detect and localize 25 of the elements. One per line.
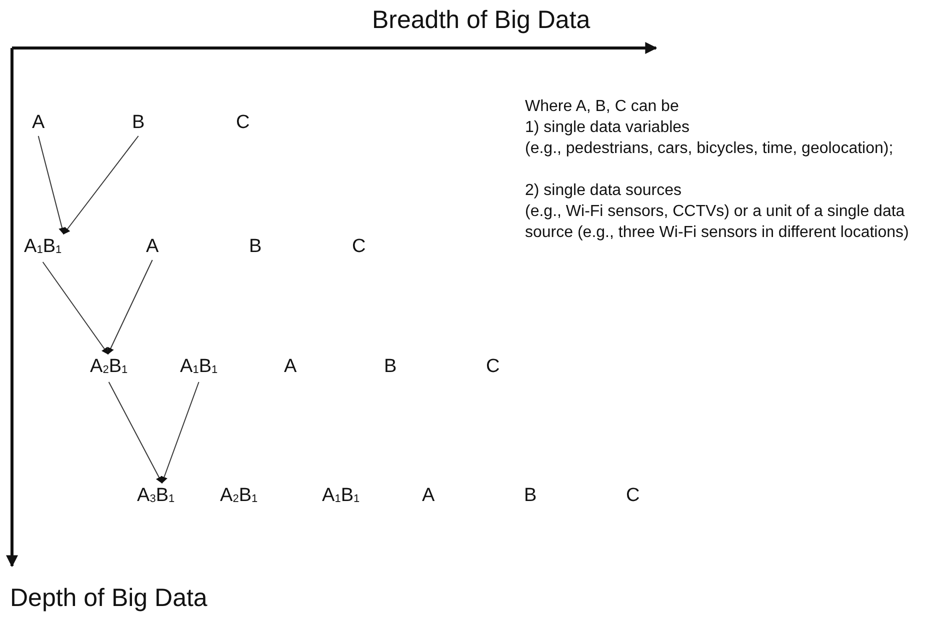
variable-label: C — [484, 356, 502, 378]
note-text: (e.g., Wi-Fi sensors, CCTVs) or a unit of a single data source (e.g., three Wi-Fi sensors in different locations) — [525, 202, 910, 243]
variable-label: A — [30, 112, 47, 134]
variable-label: C — [624, 485, 642, 507]
arrow — [108, 382, 162, 484]
arrow — [108, 260, 153, 355]
axis-title: Depth of Big Data — [10, 584, 208, 613]
variable-label: B — [130, 112, 147, 134]
variable-label: A — [144, 236, 161, 258]
note-text: 1) single data variables — [525, 118, 691, 138]
variable-label: A — [420, 485, 437, 507]
axis-title: Breadth of Big Data — [372, 6, 590, 35]
variable-label: B — [247, 236, 264, 258]
variable-label: A — [282, 356, 299, 378]
variable-label: B — [382, 356, 399, 378]
arrow — [38, 136, 66, 235]
note-text: 2) single data sources — [525, 181, 683, 201]
variable-label: C — [234, 112, 252, 134]
variable-label: B — [522, 485, 539, 507]
arrow — [160, 382, 200, 484]
variable-label: C — [350, 236, 368, 258]
note-text: (e.g., pedestrians, cars, bicycles, time, geolocation); — [525, 139, 894, 159]
arrow — [42, 262, 108, 355]
note-text: Where A, B, C can be — [525, 97, 680, 117]
arrow — [63, 136, 139, 235]
